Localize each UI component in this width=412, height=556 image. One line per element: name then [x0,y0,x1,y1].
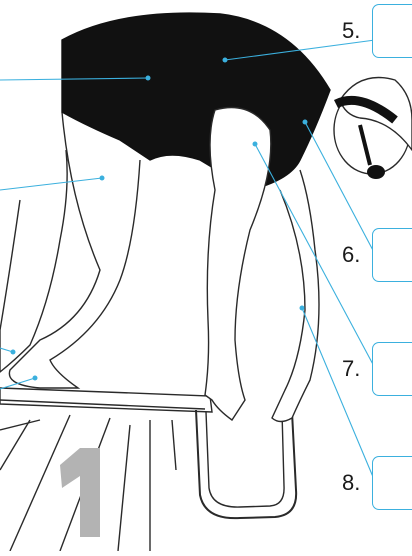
lane-number-1 [60,448,100,537]
goggles [367,165,385,179]
label-number-7: 7. [342,358,360,380]
label-number-5: 5. [342,20,360,42]
swimmer-back-arm [272,170,319,422]
starting-block-handle [196,410,296,518]
label-number-8: 8. [342,472,360,494]
leader-line-8 [302,308,376,484]
answer-box-8[interactable] [372,456,412,510]
label-number-6: 6. [342,244,360,266]
answer-box-6[interactable] [372,228,412,282]
answer-box-5[interactable] [372,4,412,58]
starting-block [0,388,212,551]
answer-box-7[interactable] [372,342,412,396]
